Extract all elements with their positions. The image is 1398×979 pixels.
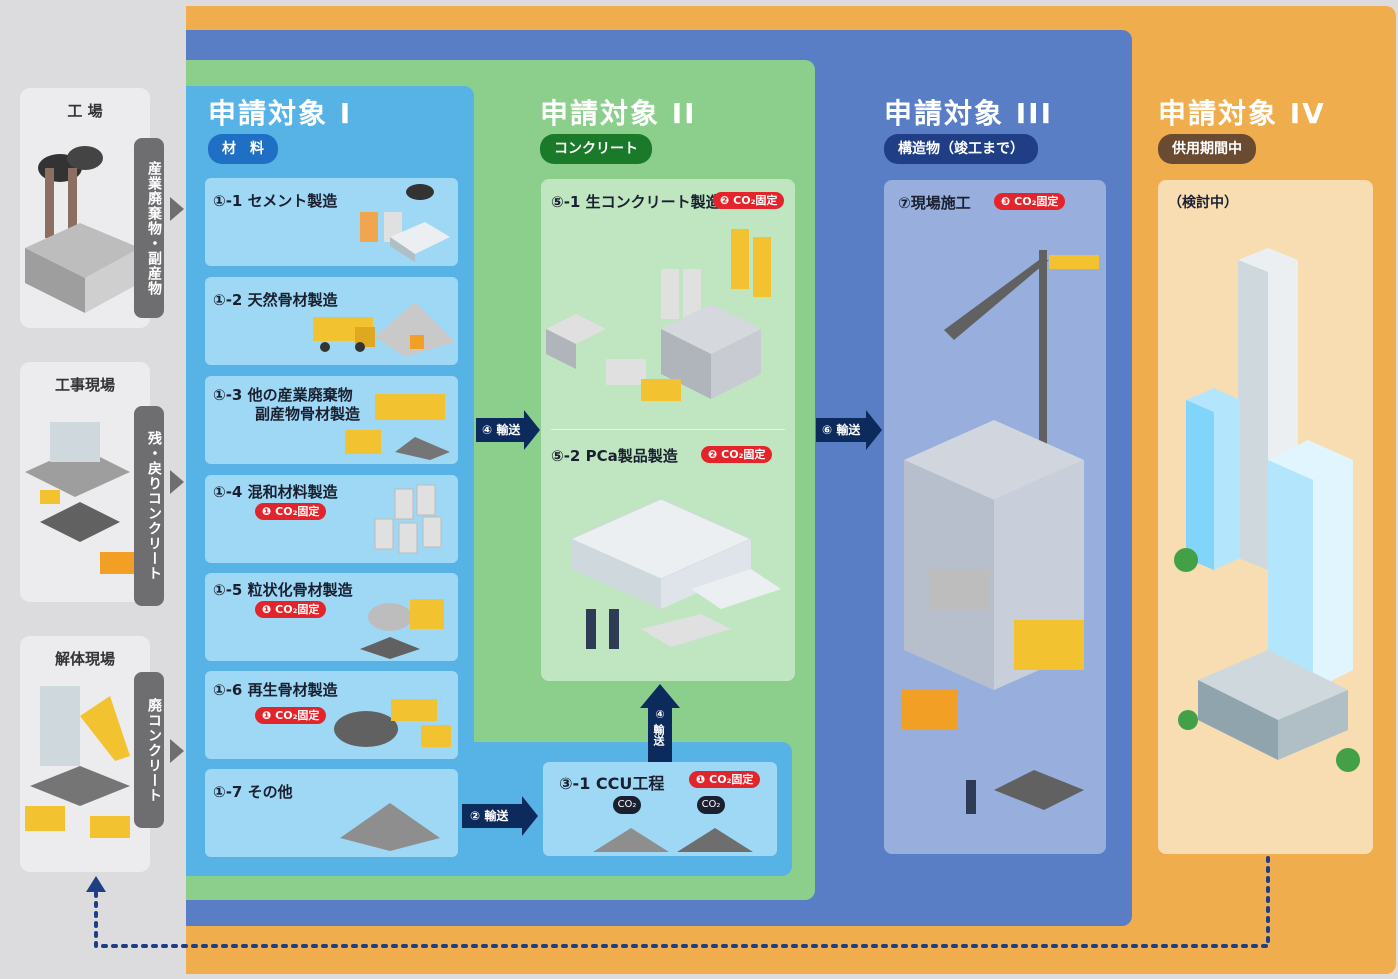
card-label: ③-1 CCU工程 [559, 774, 665, 793]
return-dotted-arrow [86, 856, 1270, 948]
card-note: （検討中） [1168, 195, 1238, 211]
card-label: ①-7 その他 [213, 783, 293, 801]
material-card-1: ①-1 セメント製造 [205, 178, 458, 266]
co2-badge: ❶ CO₂固定 [255, 503, 327, 520]
target2-subtitle: コンクリート [540, 134, 652, 164]
card-label: ①-2 天然骨材製造 [213, 291, 338, 309]
transport-4b-num: ④ [655, 708, 665, 721]
card-label: ⑦現場施工 [898, 194, 971, 212]
arrow-right-icon [170, 739, 184, 763]
source-label: 産業廃棄物・副産物 [134, 138, 164, 318]
co2-bubble-icon: CO₂ [697, 796, 725, 814]
material-card-5: ①-5 粒状化骨材製造 ❶ CO₂固定 [205, 573, 458, 661]
arrow-right-icon [866, 410, 882, 450]
co2-badge: ❶ CO₂固定 [255, 601, 327, 618]
construction-site-icon [25, 422, 140, 574]
material-card-2: ①-2 天然骨材製造 [205, 277, 458, 365]
transport-4b-text: 輸送 [652, 724, 665, 746]
co2-badge: ❸ CO₂固定 [994, 193, 1066, 210]
co2-badge: ❷ CO₂固定 [701, 446, 773, 463]
factory-icon [25, 146, 140, 313]
city-buildings-icon [1174, 248, 1360, 772]
transport-6-label: ⑥ 輸送 [822, 423, 861, 437]
aggregate-pile-icon [677, 828, 753, 852]
target3-title: 申請対象 III [884, 97, 1054, 130]
co2-bubble-text: CO₂ [701, 799, 721, 810]
recycled-aggregate-icon [334, 699, 451, 747]
cement-plant-icon [360, 184, 450, 262]
arrow-right-icon [524, 410, 540, 450]
target3-subtitle: 構造物（竣工まで） [884, 134, 1038, 164]
card-label: ①-1 セメント製造 [213, 192, 338, 210]
aggregate-pile-icon [340, 803, 440, 851]
material-card-4: ①-4 混和材料製造 ❶ CO₂固定 [205, 475, 458, 563]
card-label: ①-3 他の産業廃棄物 [213, 386, 353, 404]
source-demolition-box: 解体現場 廃コンクリート [20, 636, 164, 872]
material-card-7: ①-7 その他 [205, 769, 458, 857]
transport-6-arrow: ⑥ 輸送 [816, 418, 868, 442]
source-construction-box: 工事現場 残・戻りコンクリート [20, 362, 164, 606]
transport-2-arrow: ② 輸送 [462, 804, 524, 828]
card-label-line2: 副産物骨材製造 [255, 405, 361, 423]
co2-badge: ❷ CO₂固定 [713, 192, 785, 209]
target4-subtitle: 供用期間中 [1158, 134, 1256, 164]
ready-mix-plant-icon [546, 229, 771, 401]
arrow-up-icon [640, 684, 680, 708]
co2-badge: ❶ CO₂固定 [255, 707, 327, 724]
source-label: 残・戻りコンクリート [134, 406, 164, 606]
transport-4-label: ④ 輸送 [482, 423, 521, 437]
precast-products-icon [569, 498, 781, 649]
silo-tanks-icon [374, 484, 442, 554]
target1-title: 申請対象 I [208, 97, 353, 130]
transport-2-label: ② 輸送 [470, 809, 509, 823]
target4-title: 申請対象 IV [1158, 97, 1326, 130]
card-label: ⑤-1 生コンクリート製造 [551, 193, 721, 211]
card-label: ①-4 混和材料製造 [213, 483, 338, 501]
card-label: ⑤-2 PCa製品製造 [551, 447, 678, 465]
transport-4-arrow: ④ 輸送 [476, 418, 526, 442]
target1-subtitle: 材 料 [208, 134, 278, 164]
source-label: 廃コンクリート [134, 672, 164, 828]
material-card-6: ①-6 再生骨材製造 ❶ CO₂固定 [205, 671, 458, 759]
co2-badge: ❶ CO₂固定 [689, 771, 761, 788]
source-title: 解体現場 [54, 650, 115, 668]
aggregate-truck-icon [313, 302, 455, 357]
source-factory-box: 工 場 産業廃棄物・副産物 [20, 88, 164, 328]
source-title: 工 場 [67, 102, 103, 120]
co2-bubble-text: CO₂ [617, 799, 637, 810]
transport-4b-arrow: ④ 輸送 [648, 706, 672, 762]
arrow-right-icon [170, 470, 184, 494]
target2-title: 申請対象 II [540, 97, 697, 130]
ccu-card: ③-1 CCU工程 ❶ CO₂固定 CO₂ CO₂ [543, 762, 777, 856]
source-title: 工事現場 [54, 376, 115, 394]
arrow-right-icon [522, 796, 538, 836]
loader-truck-icon [345, 394, 450, 460]
demolition-site-icon [25, 686, 130, 838]
concrete-card: ⑤-1 生コンクリート製造 ❷ CO₂固定 ⑤-2 PCa製品製造 ❷ CO₂固… [541, 179, 795, 681]
card-label: ①-6 再生骨材製造 [213, 681, 338, 699]
co2-bubble-icon: CO₂ [613, 796, 641, 814]
construction-building-icon [902, 250, 1099, 814]
aggregate-pile-icon [593, 828, 669, 852]
mixer-truck-icon [360, 599, 444, 659]
structure-card: ⑦現場施工 ❸ CO₂固定 [884, 180, 1106, 854]
card-label: ①-5 粒状化骨材製造 [213, 581, 353, 599]
service-period-card: （検討中） [1158, 180, 1373, 854]
card-divider [551, 429, 785, 430]
arrow-right-icon [170, 197, 184, 221]
material-card-3: ①-3 他の産業廃棄物 副産物骨材製造 [205, 376, 458, 464]
